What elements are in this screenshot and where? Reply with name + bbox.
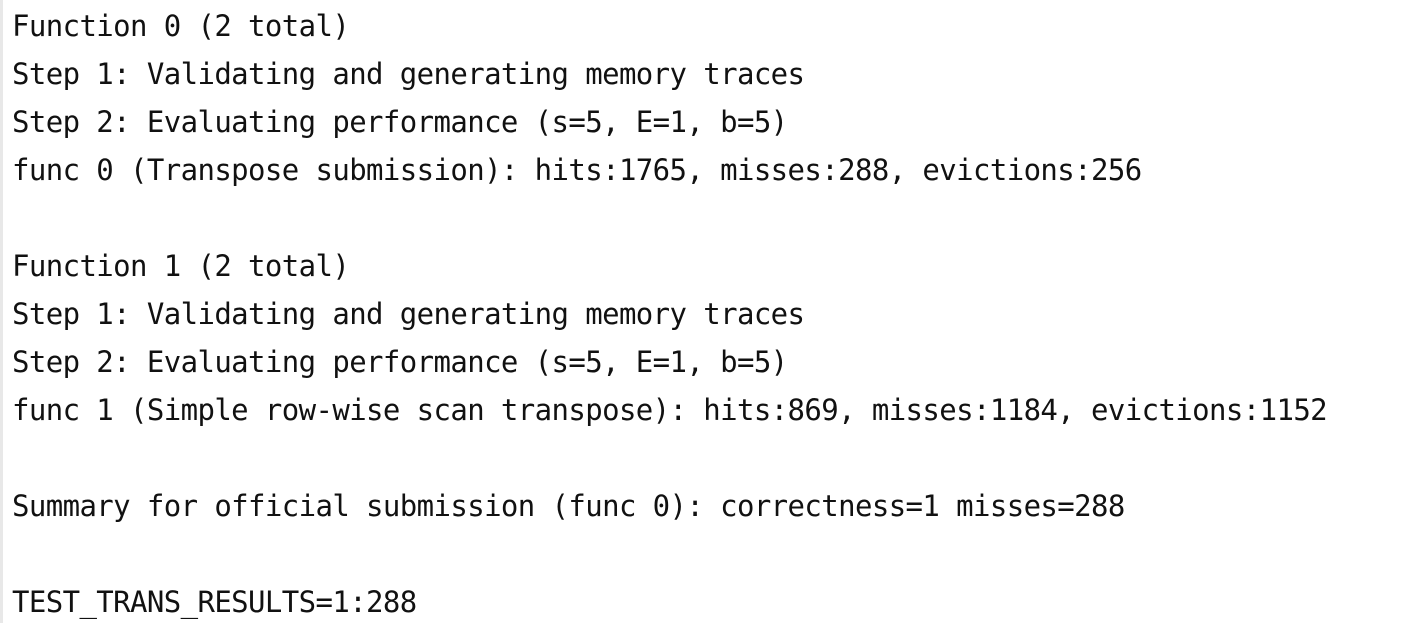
test-results-line: TEST_TRANS_RESULTS=1:288 [12,585,417,619]
function-1-result: func 1 (Simple row-wise scan transpose):… [12,393,1328,427]
function-0-step-1: Step 1: Validating and generating memory… [12,57,805,91]
function-1-step-2: Step 2: Evaluating performance (s=5, E=1… [12,345,788,379]
blank-line [12,194,1423,242]
function-0-header: Function 0 (2 total) [12,9,350,43]
function-0-result: func 0 (Transpose submission): hits:1765… [12,153,1142,187]
summary-line: Summary for official submission (func 0)… [12,489,1125,523]
function-0-step-2: Step 2: Evaluating performance (s=5, E=1… [12,105,788,139]
function-1-step-1: Step 1: Validating and generating memory… [12,297,805,331]
blank-line [12,434,1423,482]
function-1-header: Function 1 (2 total) [12,249,350,283]
blank-line [12,530,1423,578]
left-border [0,0,3,623]
